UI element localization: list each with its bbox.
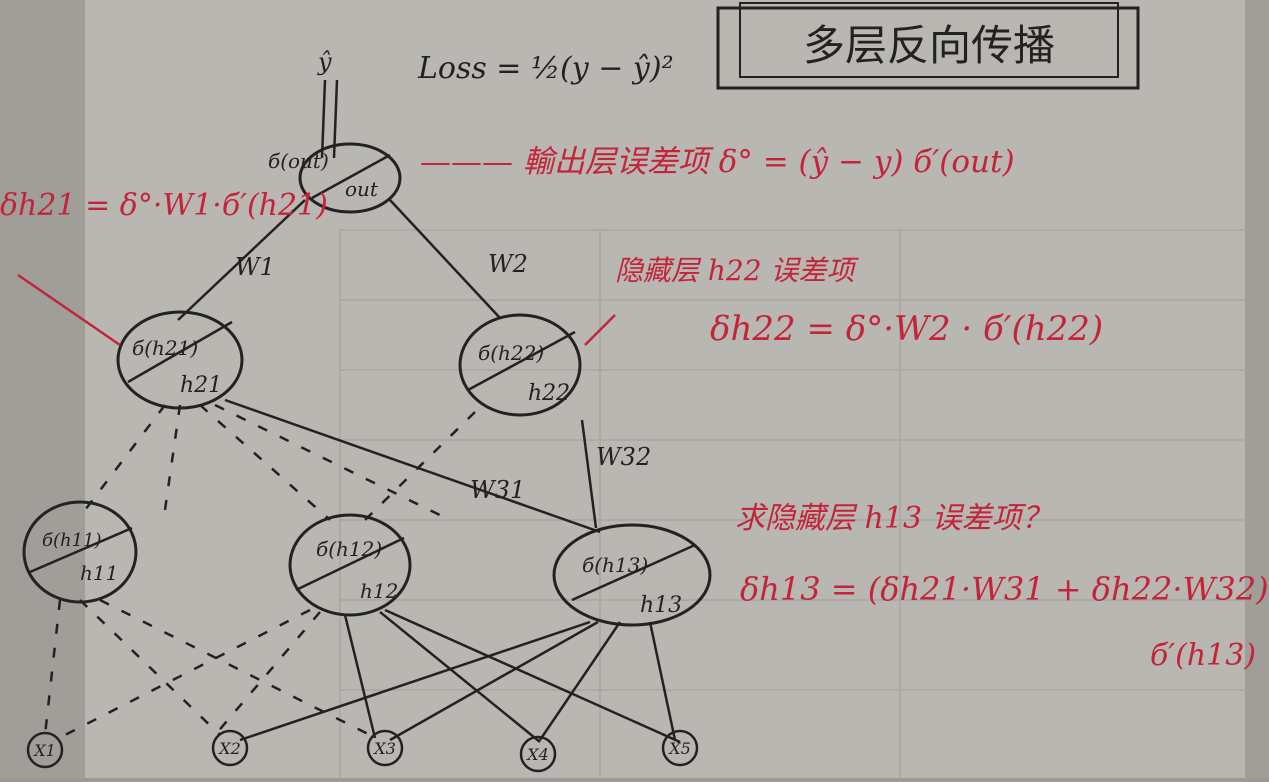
paper-sheet (85, 0, 1245, 778)
neuron-h11 (22, 500, 138, 604)
connections (177, 199, 681, 744)
dashed-connections (43, 403, 476, 737)
weight-w1: W1 (235, 253, 275, 281)
edge-h13-x4 (538, 621, 622, 741)
neuron-h21-bottom: h21 (180, 373, 222, 398)
neuron-out (298, 142, 402, 214)
neuron-h11-bottom: h11 (80, 561, 118, 585)
loss-formula: Loss = ½(y − ŷ)² (417, 51, 674, 86)
neuron-h12 (288, 513, 412, 617)
neuron-h22-bottom: h22 (528, 381, 570, 406)
neuron-out-bottom: out (345, 177, 379, 201)
input-x1: X1 (32, 741, 56, 760)
title: 多层反向传播 (803, 21, 1055, 70)
output-error-annotation: ——— 輸出层误差项 δ° = (ŷ − y) б′(out) (420, 144, 1015, 180)
y-hat-label: ŷ (317, 48, 332, 76)
h21-pointer-line (17, 273, 121, 347)
input-x4: X4 (525, 745, 549, 764)
input-x3: X3 (372, 739, 396, 758)
neuron-h11-top: б(h11) (42, 530, 102, 551)
h13-error-annotation-1: δh13 = (δh21·W31 + δh22·W32) x (740, 570, 1269, 608)
h22-error-annotation: δh22 = δ°·W2 · б′(h22) (710, 309, 1103, 349)
edge-h13-x3 (389, 620, 599, 742)
paper-grid (339, 229, 1245, 778)
h21-error-annotation: δh21 = δ°·W1·б′(h21) (0, 188, 328, 223)
neuron-h21-top: б(h21) (132, 336, 198, 360)
edge-h13-x2 (239, 620, 591, 742)
edge-h12-x5 (384, 608, 681, 744)
neuron-h13-top: б(h13) (582, 553, 648, 577)
edge-out-h21 (177, 199, 306, 321)
title-box-outer (716, 6, 1140, 90)
edge-h13-x5 (648, 621, 677, 741)
input-x2: X2 (217, 739, 241, 758)
title-box-inner (739, 2, 1119, 78)
edge-h12-x4 (379, 611, 541, 743)
edge-out-h22 (389, 199, 501, 319)
h22-pointer-line (584, 314, 616, 346)
neuron-h22 (458, 313, 582, 417)
weight-w32: W32 (596, 443, 651, 471)
weight-w2: W2 (488, 250, 528, 278)
neuron-h13 (552, 523, 712, 627)
h13-error-annotation-2: б′(h13) (1150, 638, 1256, 673)
h22-label-annotation: 隐藏层 h22 误差项 (615, 254, 859, 287)
edge-h21-h13 (224, 398, 601, 534)
neuron-h13-bottom: h13 (640, 593, 682, 618)
edge-h22-h13 (580, 419, 598, 529)
edge-h12-x3 (343, 614, 377, 739)
input-x5: X5 (667, 739, 691, 758)
input-circles (26, 729, 699, 773)
output-line-1 (320, 79, 327, 159)
neuron-out-top: б(out) (268, 149, 329, 173)
neuron-h12-top: б(h12) (316, 537, 382, 561)
neuron-h21 (116, 310, 244, 410)
neuron-h22-top: б(h22) (478, 341, 544, 365)
weight-w31: W31 (470, 476, 525, 504)
h13-question-annotation: 求隐藏层 h13 误差项？ (735, 501, 1052, 536)
neuron-h12-bottom: h12 (360, 579, 398, 603)
